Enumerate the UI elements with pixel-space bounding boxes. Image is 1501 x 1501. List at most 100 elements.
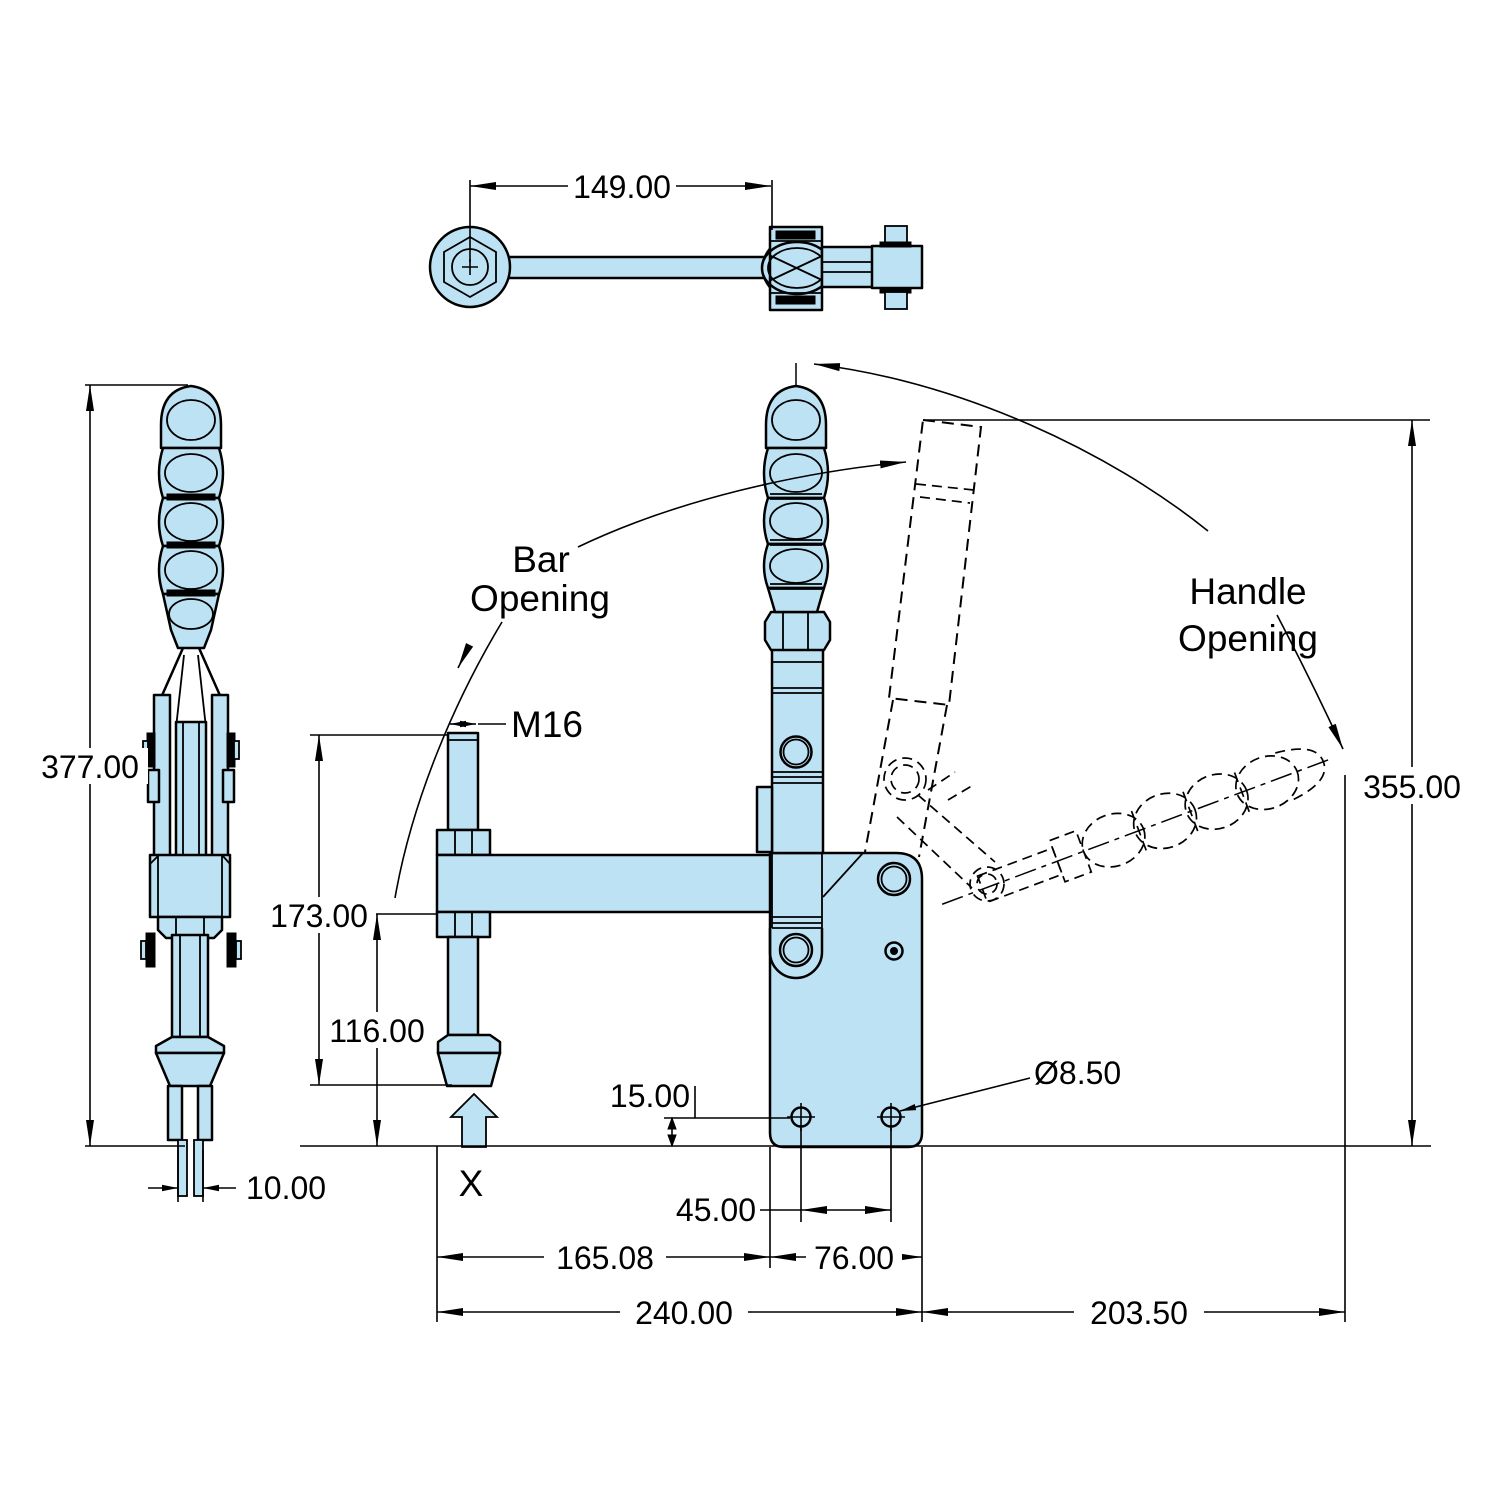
dim-15-leader xyxy=(664,1086,790,1119)
foot-flange xyxy=(436,1033,502,1055)
plate-pivot-hole-inner xyxy=(880,865,908,893)
body-plate xyxy=(768,851,924,1149)
plunger-upper-hole-inner xyxy=(782,738,810,766)
dim-open-handle-height: 355.00 xyxy=(1363,769,1461,805)
spindle-nut-upper-facets xyxy=(454,830,473,855)
thread-size-label: M16 xyxy=(511,704,583,745)
side-grip-band-2 xyxy=(166,541,216,549)
spindle-nut-lower xyxy=(435,910,492,939)
front-view xyxy=(435,363,924,1149)
dim-165-text-bg xyxy=(544,1240,666,1275)
side-grip-band-3 xyxy=(166,589,216,597)
open-grip-bulge-2 xyxy=(1132,792,1198,850)
plan-block-slot-top xyxy=(775,230,816,240)
side-body-detail xyxy=(149,854,231,917)
annotations: Bar Opening Handle Opening X xyxy=(394,363,1344,1204)
body-plate-chamfer xyxy=(822,852,864,898)
open-handle-up-step xyxy=(915,483,975,504)
plunger-side-tab xyxy=(755,785,774,854)
dim-149-extension-lines xyxy=(469,180,773,262)
plan-bolt-nut-bottom xyxy=(884,291,908,310)
side-tab-right xyxy=(221,768,236,804)
plunger-in-plate xyxy=(771,853,823,929)
side-grip-knurl-3 xyxy=(164,550,218,590)
side-prong-right xyxy=(196,1084,214,1142)
side-grip-knurl-2 xyxy=(164,502,218,542)
dim-mount-hole-offset: 15.00 xyxy=(610,1078,690,1114)
dim-body-width: 76.00 xyxy=(814,1240,894,1276)
side-view: 377.00 10.00 xyxy=(32,384,326,1206)
side-grip-knurl-0 xyxy=(166,399,216,441)
front-view-open-position xyxy=(864,418,1332,905)
side-stem-left xyxy=(177,1139,188,1197)
front-ferrule-hex xyxy=(763,610,832,652)
dim-173-text-bg xyxy=(262,897,376,933)
side-inner-shaft xyxy=(174,720,208,859)
side-fork-inner xyxy=(175,654,207,729)
plan-clevis-slot xyxy=(822,261,873,273)
handle-opening-label-2: Opening xyxy=(1178,618,1318,659)
open-pivot-hole-outer xyxy=(969,866,1005,902)
dim-under-bar-height: 116.00 xyxy=(329,1013,425,1049)
front-grip-bulge-2 xyxy=(762,496,830,546)
plate-small-hole xyxy=(884,941,904,961)
plan-bolt-washer-top xyxy=(879,241,912,248)
side-grip-bulge-1 xyxy=(157,446,225,500)
side-tab-left xyxy=(146,768,161,804)
side-foot-flange xyxy=(154,1035,226,1055)
dim-stem-width: 10.00 xyxy=(246,1170,326,1206)
bottom-extension-lines xyxy=(436,775,1346,1322)
plunger-clevis-u xyxy=(768,928,824,980)
dim-377-extension-lines xyxy=(85,384,188,1147)
plunger-lower-hole-inner xyxy=(782,936,810,964)
open-handle-centerline xyxy=(941,758,1332,905)
side-lower-cap-left xyxy=(140,940,147,960)
open-handle-up-outline xyxy=(887,418,983,707)
side-spindle-shaft xyxy=(170,933,210,1039)
side-inner-shaft-lines xyxy=(182,722,200,857)
open-handle-ferrule xyxy=(1048,829,1093,883)
dim-240-text-bg xyxy=(620,1295,748,1330)
bar-opening-label-2: Opening xyxy=(470,578,610,619)
dim-spindle-length: 173.00 xyxy=(270,898,368,934)
side-grip-knurl-4 xyxy=(168,598,214,630)
side-lower-bolt-left xyxy=(145,932,156,968)
front-grip-bulge-3 xyxy=(762,542,830,590)
open-link-lines xyxy=(896,771,996,889)
open-pivot-hole-inner xyxy=(976,873,998,895)
side-grip-knurl-1 xyxy=(164,453,218,493)
spindle-nut-lower-facets xyxy=(454,912,473,937)
bar-opening-arc xyxy=(394,621,503,899)
handle-opening-arc xyxy=(813,363,1209,532)
foot-pad xyxy=(436,1051,502,1088)
side-lower-bolt-right xyxy=(226,932,237,968)
dim-open-handle-reach: 203.50 xyxy=(1090,1295,1188,1331)
plan-block-slot-bottom xyxy=(775,295,816,305)
dim-76-text-bg xyxy=(806,1240,902,1275)
side-pivot-cap-right xyxy=(233,740,240,760)
plate-small-hole-center xyxy=(890,947,898,955)
side-body-block xyxy=(148,853,232,919)
side-spindle-lines xyxy=(179,935,201,1037)
front-ferrule-facets xyxy=(782,612,809,650)
dim-377-text-bg xyxy=(32,748,148,784)
bar-opening-label-1: Bar xyxy=(512,539,570,580)
bar-opening-leader xyxy=(577,460,907,548)
mount-hole-right-cross xyxy=(877,1103,905,1131)
plunger-upper-hole-outer xyxy=(779,735,813,769)
side-prong-left xyxy=(166,1084,184,1142)
front-grip-knurl-3 xyxy=(769,548,823,584)
datum-label: X xyxy=(459,1163,484,1204)
mount-hole-diameter-label: Ø8.50 xyxy=(1034,1055,1121,1091)
open-grip-waists xyxy=(1130,772,1251,851)
open-handle-shaft xyxy=(976,846,1064,904)
plan-clevis xyxy=(820,245,875,289)
front-grip-waists xyxy=(770,493,822,590)
open-grip-bulge-4 xyxy=(1234,755,1300,811)
open-grip-bulge-3 xyxy=(1184,773,1249,831)
side-grip-dome xyxy=(159,384,223,450)
front-dimensions: M16 173.00 116.00 15.00 Ø8.50 45.00 165.… xyxy=(262,419,1474,1331)
plan-bolt-nut-top xyxy=(884,225,908,244)
open-link-hole-outer xyxy=(883,757,927,801)
